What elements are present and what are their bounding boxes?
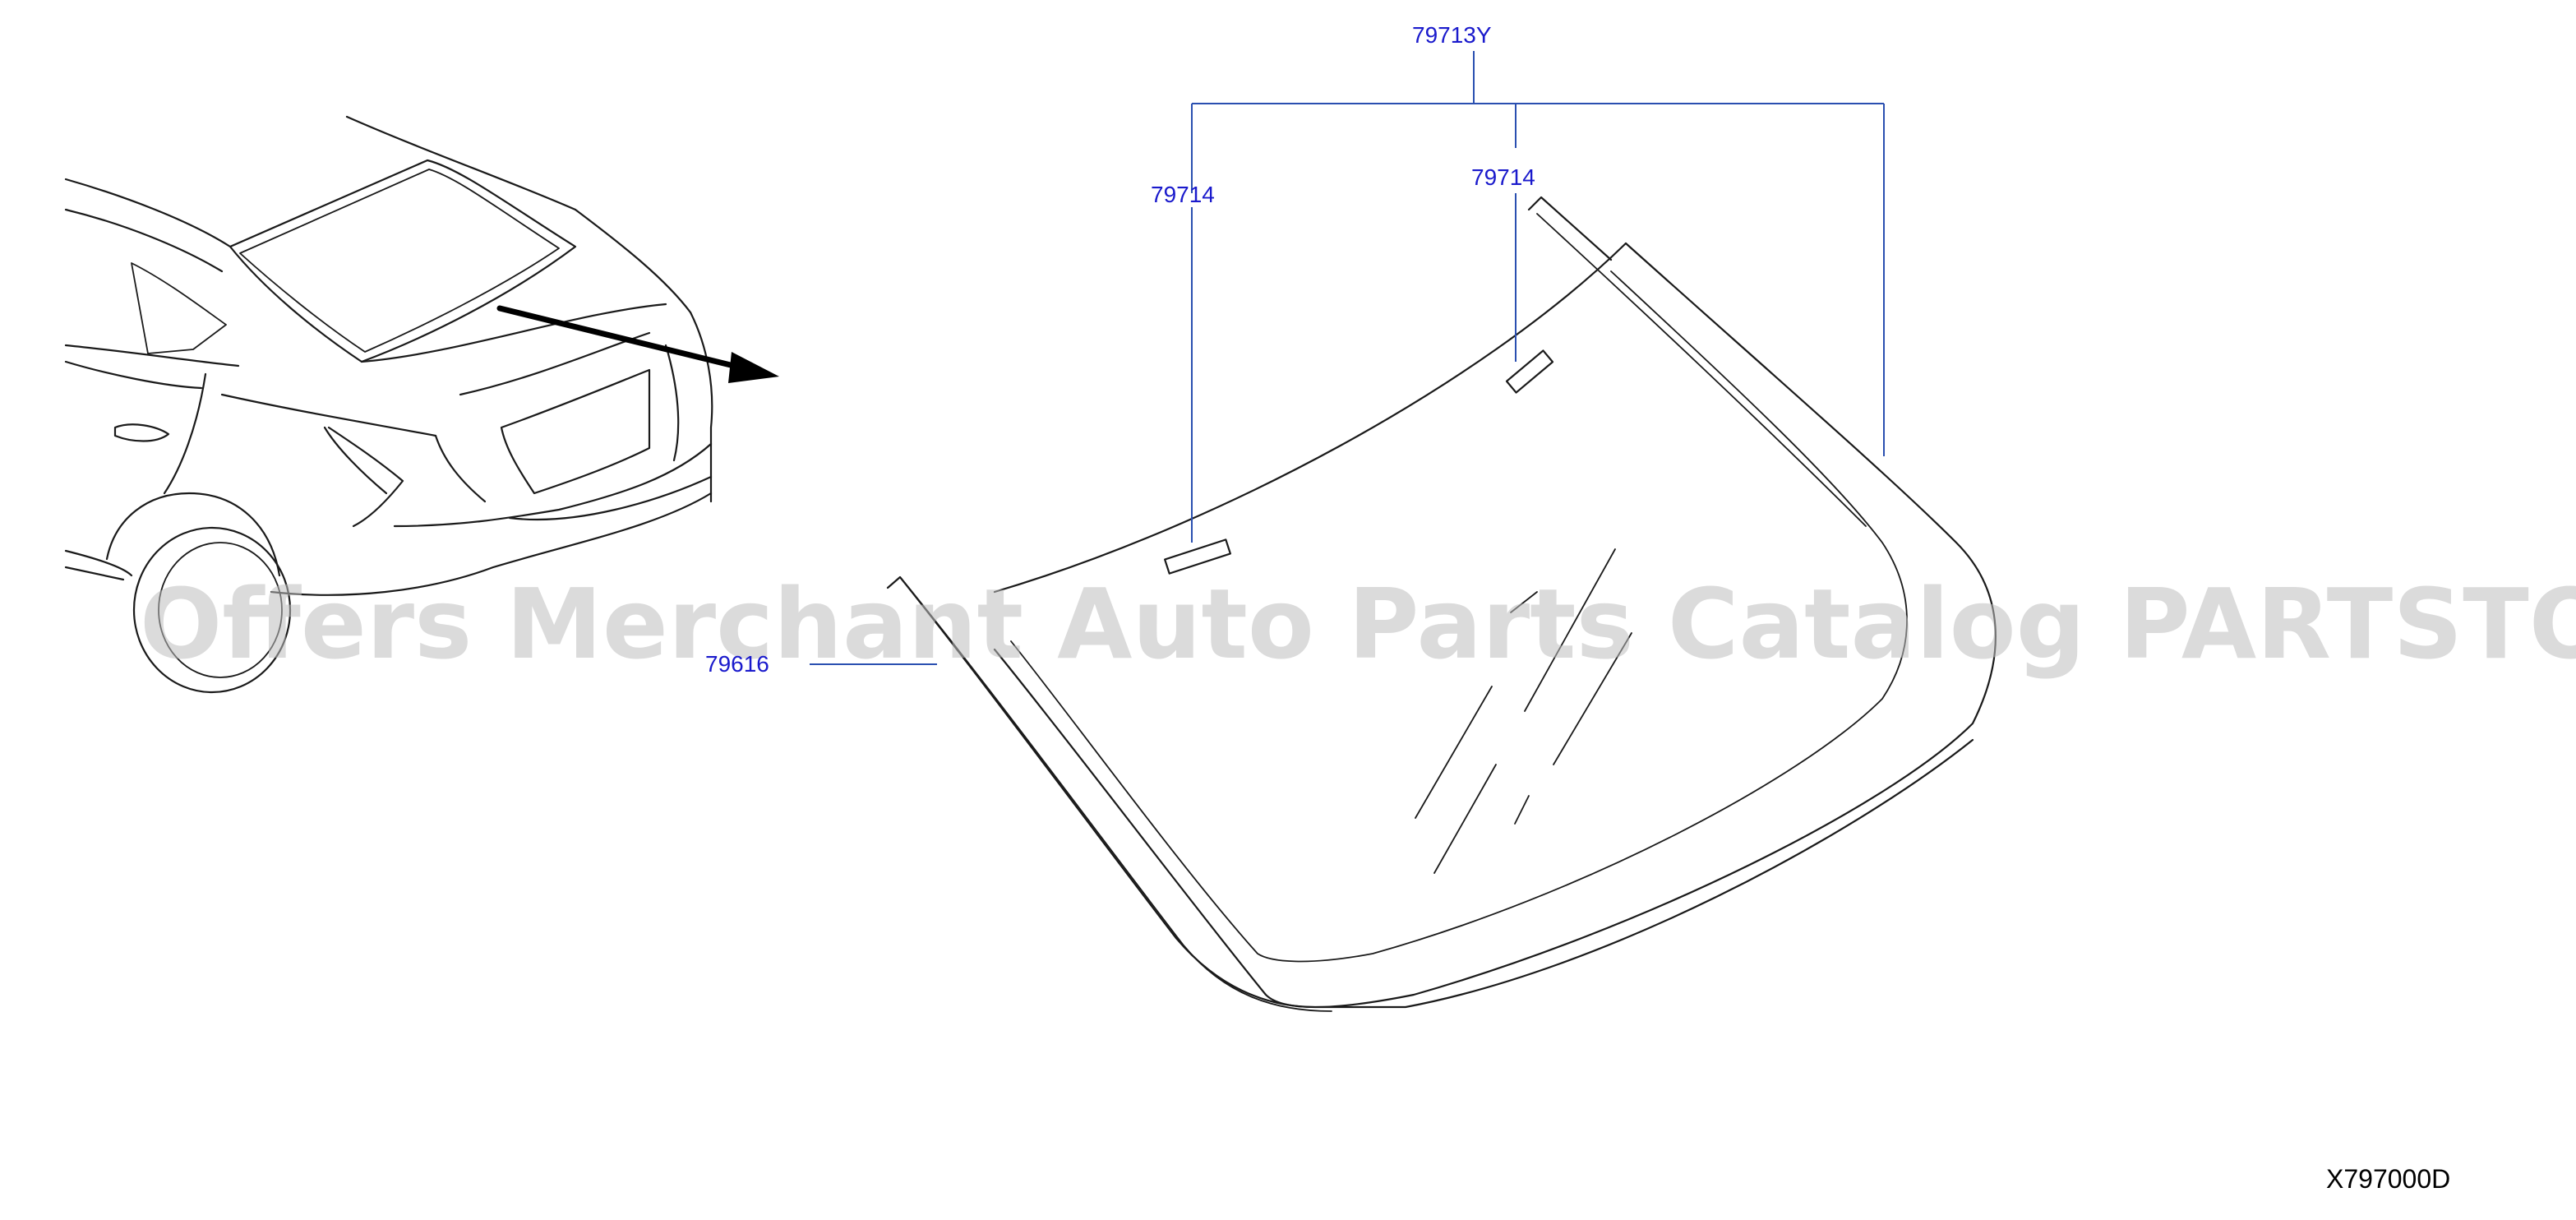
callout-assembly-79713y[interactable]: 79713Y: [1412, 22, 1492, 48]
callout-clip-left-79714[interactable]: 79714: [1151, 182, 1215, 207]
view-direction-arrow: [496, 305, 779, 383]
back-window-glass: [886, 196, 1997, 1012]
callout-leaders: [810, 51, 1885, 665]
callout-clip-right-79714[interactable]: 79714: [1471, 164, 1535, 190]
callout-molding-79616[interactable]: 79616: [705, 651, 769, 677]
watermark-text: Offers Merchant Auto Parts Catalog PARTS…: [140, 567, 2576, 681]
car-locator-sketch: [64, 115, 713, 694]
drawing-code: X797000D: [2326, 1164, 2450, 1194]
